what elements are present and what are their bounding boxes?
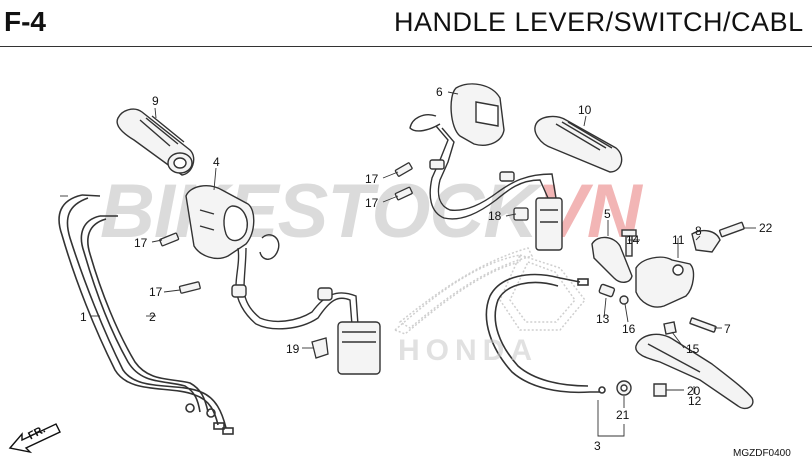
callout-8: 8: [695, 224, 702, 238]
callout-4: 4: [213, 155, 220, 169]
page-header: F-4 HANDLE LEVER/SWITCH/CABL: [0, 0, 812, 44]
lever-cover-5: [591, 236, 633, 283]
callout-12: 12: [688, 394, 702, 408]
callout-17-b: 17: [149, 285, 163, 299]
callout-20: 20: [687, 384, 701, 398]
callout-17-a: 17: [134, 236, 148, 250]
washers-20-21: [616, 380, 667, 397]
callout-11: 11: [672, 233, 685, 247]
clip-19: [311, 337, 329, 359]
clutch-bracket: [598, 221, 745, 335]
clutch-cable-3: [485, 273, 606, 394]
throttle-cables: [58, 194, 234, 435]
diagram-code: MGZDF0400: [733, 448, 791, 459]
throttle-housing-4: [185, 185, 381, 375]
right-grip-9: [116, 108, 195, 176]
header-divider: [0, 46, 812, 47]
callout-5: 5: [604, 207, 611, 221]
callout-7: 7: [724, 322, 731, 336]
callout-1: 1: [80, 310, 87, 324]
section-title: HANDLE LEVER/SWITCH/CABL: [394, 7, 804, 37]
switch-housing-6: [409, 83, 563, 251]
callout-17-c: 17: [365, 172, 379, 186]
callout-22: 22: [759, 221, 773, 235]
section-code: F-4: [4, 6, 46, 37]
callout-10: 10: [578, 103, 592, 117]
callout-13: 13: [596, 312, 610, 326]
callout-14: 14: [626, 233, 640, 247]
callout-3: 3: [594, 439, 601, 453]
left-grip-10: [534, 115, 623, 173]
clutch-lever-12: [635, 333, 754, 410]
callout-17-d: 17: [365, 196, 379, 210]
callout-9: 9: [152, 94, 159, 108]
callout-2: 2: [149, 310, 156, 324]
screws-17: [159, 162, 413, 294]
callout-18: 18: [488, 209, 502, 223]
callout-15: 15: [686, 342, 700, 356]
leader-lines: [60, 91, 756, 437]
honda-logo-text: HONDA: [398, 334, 538, 367]
callout-21: 21: [616, 408, 630, 422]
front-direction-arrow: [8, 423, 61, 454]
honda-wing-logo: [393, 247, 586, 335]
clip-18: [513, 207, 529, 221]
callout-19: 19: [286, 342, 300, 356]
callout-16: 16: [622, 322, 636, 336]
callout-6: 6: [436, 85, 443, 99]
